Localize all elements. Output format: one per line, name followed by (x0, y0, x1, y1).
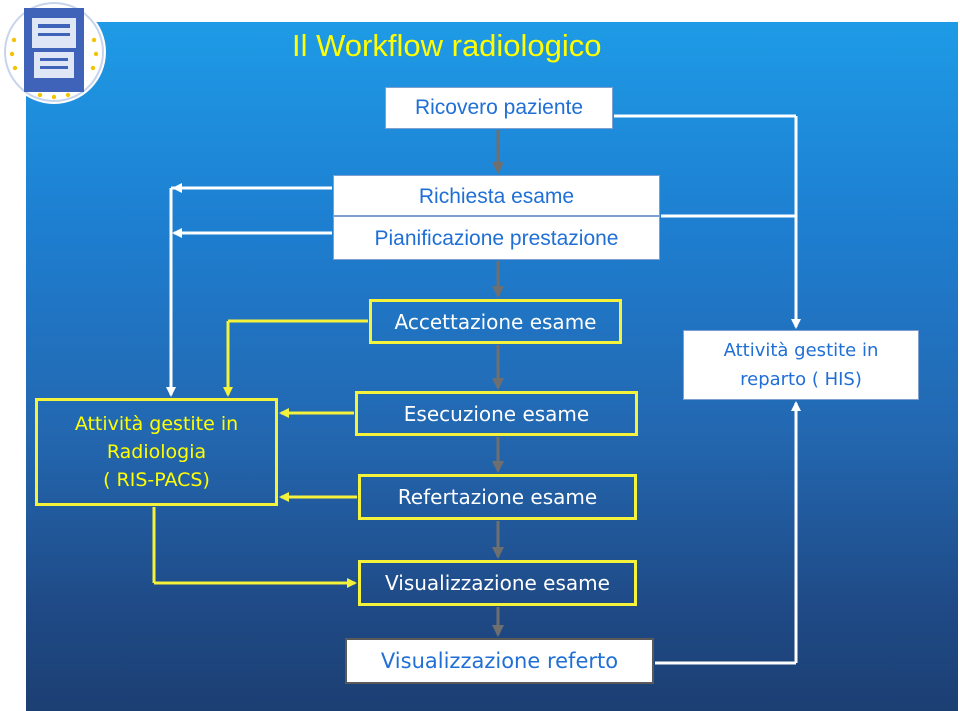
box-richiesta-esame: Richiesta esame (418, 184, 575, 208)
left-white-connectors (166, 183, 332, 397)
box-ricovero-paziente: Ricovero paziente (385, 87, 613, 129)
radiologia-line1: Attività gestite in (74, 413, 239, 435)
reparto-line2: reparto ( HIS) (740, 369, 862, 390)
slide-title: Il Workflow radiologico (292, 28, 602, 63)
box-attivita-radiologia: Attività gestite in Radiologia ( RIS-PAC… (35, 398, 278, 506)
box-visualizzazione-referto: Visualizzazione referto (345, 638, 654, 684)
box-divider (333, 215, 660, 217)
box-refertazione-esame: Refertazione esame (358, 474, 637, 520)
box-pianificazione-prestazione: Pianificazione prestazione (374, 226, 619, 250)
box-attivita-reparto: Attività gestite in reparto ( HIS) (683, 330, 919, 400)
right-white-connectors (614, 114, 801, 665)
logo (2, 0, 106, 104)
box-visualizzazione-esame: Visualizzazione esame (358, 560, 637, 606)
emblem-icon (4, 2, 104, 102)
box-accettazione-esame: Accettazione esame (369, 299, 622, 344)
radiologia-line2: Radiologia (106, 441, 207, 463)
left-yellow-connectors (152, 319, 368, 588)
reparto-line1: Attività gestite in (723, 340, 879, 361)
box-esecuzione-esame: Esecuzione esame (355, 391, 638, 436)
radiologia-line3: ( RIS-PACS) (103, 469, 210, 491)
box-richiesta-pianificazione: Richiesta esame Pianificazione prestazio… (333, 175, 660, 260)
